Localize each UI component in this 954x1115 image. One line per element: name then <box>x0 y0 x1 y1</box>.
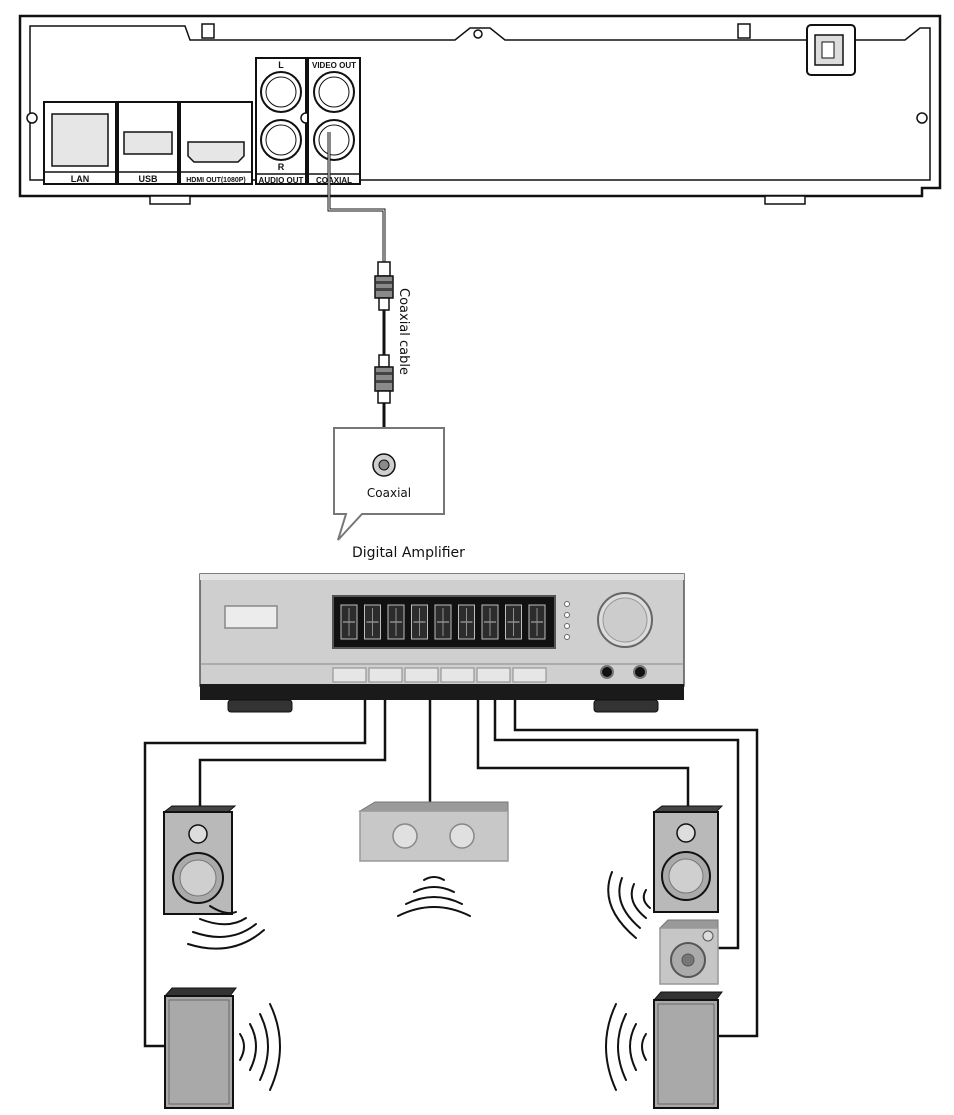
coaxial-callout: Coaxial <box>333 427 445 541</box>
rca-plug-lower-icon <box>374 354 394 404</box>
audio-r-jack[interactable] <box>260 119 302 161</box>
coaxial-jack-label: Coaxial <box>367 486 411 500</box>
coaxial-out-jack[interactable] <box>313 119 355 161</box>
coaxial-cable-label: Coaxial cable <box>396 288 411 375</box>
hdmi-port-label: HDMI OUT(1080P) <box>186 177 246 184</box>
audio-l-jack[interactable] <box>260 71 302 113</box>
rear-right-speaker <box>652 991 723 1109</box>
coaxial-in-jack[interactable] <box>372 453 396 477</box>
front-button[interactable] <box>512 667 547 683</box>
sub-port-icon <box>702 930 714 942</box>
sound-wave-icon <box>397 876 471 917</box>
sound-wave-icon <box>607 871 651 939</box>
amplifier-label: Digital Amplifier <box>352 545 465 561</box>
front-button[interactable] <box>476 667 511 683</box>
amplifier-top-edge <box>200 574 684 580</box>
power-socket-icon <box>806 24 856 76</box>
display-digit <box>505 604 522 640</box>
clip-right <box>737 23 751 39</box>
wire-rear-left <box>143 700 367 1048</box>
cable-wire-top-inner <box>328 132 385 262</box>
audio-r-label: R <box>278 162 285 172</box>
driver-left-icon <box>392 823 418 849</box>
front-button[interactable] <box>332 667 367 683</box>
rca-plug-upper-icon <box>374 261 394 311</box>
speaker-wires <box>143 700 759 1048</box>
sound-wave-icon <box>605 1003 647 1091</box>
amp-foot-left <box>227 699 293 713</box>
lan-port[interactable]: LAN <box>43 101 117 185</box>
wire-front-right <box>476 700 690 808</box>
display-digit <box>481 604 499 640</box>
callout-bubble <box>333 427 445 541</box>
wire-subwoofer <box>493 700 740 950</box>
front-button[interactable] <box>368 667 403 683</box>
wire-rear-right <box>513 700 759 1038</box>
headphone-jacks[interactable] <box>600 665 647 679</box>
display-digit <box>411 604 428 640</box>
usb-port[interactable]: USB <box>117 101 179 185</box>
hdmi-port[interactable]: HDMI OUT(1080P) <box>179 101 253 185</box>
display-digit <box>434 604 452 640</box>
sound-wave-icon <box>239 1003 281 1091</box>
front-button[interactable] <box>404 667 439 683</box>
tweeter-icon <box>188 824 208 844</box>
clip-left <box>201 23 215 39</box>
disc-slot[interactable] <box>224 605 278 629</box>
front-button[interactable] <box>440 667 475 683</box>
usb-port-label: USB <box>138 174 158 184</box>
amplifier-base <box>200 684 684 700</box>
screw-left-icon <box>26 112 38 124</box>
display-segments <box>340 604 546 640</box>
coaxial-out-label: COAXIAL <box>316 176 352 185</box>
screw-top-icon <box>473 29 483 39</box>
video-coax-block: VIDEO OUT COAXIAL <box>307 57 361 185</box>
wire-front-left <box>198 700 387 808</box>
digital-amplifier <box>199 573 685 713</box>
video-out-label: VIDEO OUT <box>312 61 356 70</box>
audio-l-label: L <box>278 60 284 70</box>
video-out-jack[interactable] <box>313 71 355 113</box>
player-rear-panel: LAN USB HDMI OUT(1080P) L <box>18 14 942 205</box>
indicator-leds <box>564 601 570 640</box>
audio-out-block: L R AUDIO OUT <box>255 57 307 185</box>
audio-out-label: AUDIO OUT <box>259 176 304 185</box>
lan-port-label: LAN <box>71 174 90 184</box>
display-digit <box>458 604 475 640</box>
display-digit <box>387 604 405 640</box>
driver-right-icon <box>449 823 475 849</box>
display-digit <box>364 604 381 640</box>
display-digit <box>340 604 358 640</box>
center-speaker <box>358 801 509 862</box>
player-foot-right <box>764 195 806 205</box>
screw-right-icon <box>916 112 928 124</box>
amp-foot-right <box>593 699 659 713</box>
sound-waves <box>187 871 651 1091</box>
front-right-speaker <box>652 805 724 913</box>
subwoofer <box>658 919 719 985</box>
rear-left-speaker <box>163 987 237 1109</box>
front-left-speaker <box>162 805 237 915</box>
front-buttons <box>332 667 547 683</box>
player-foot-left <box>149 195 191 205</box>
player-top-rail <box>29 25 931 181</box>
volume-knob[interactable] <box>597 592 653 648</box>
display-digit <box>528 604 546 640</box>
tweeter-icon <box>676 823 696 843</box>
sound-wave-icon <box>187 905 265 950</box>
coaxial-cable: Coaxial cable <box>327 132 411 460</box>
